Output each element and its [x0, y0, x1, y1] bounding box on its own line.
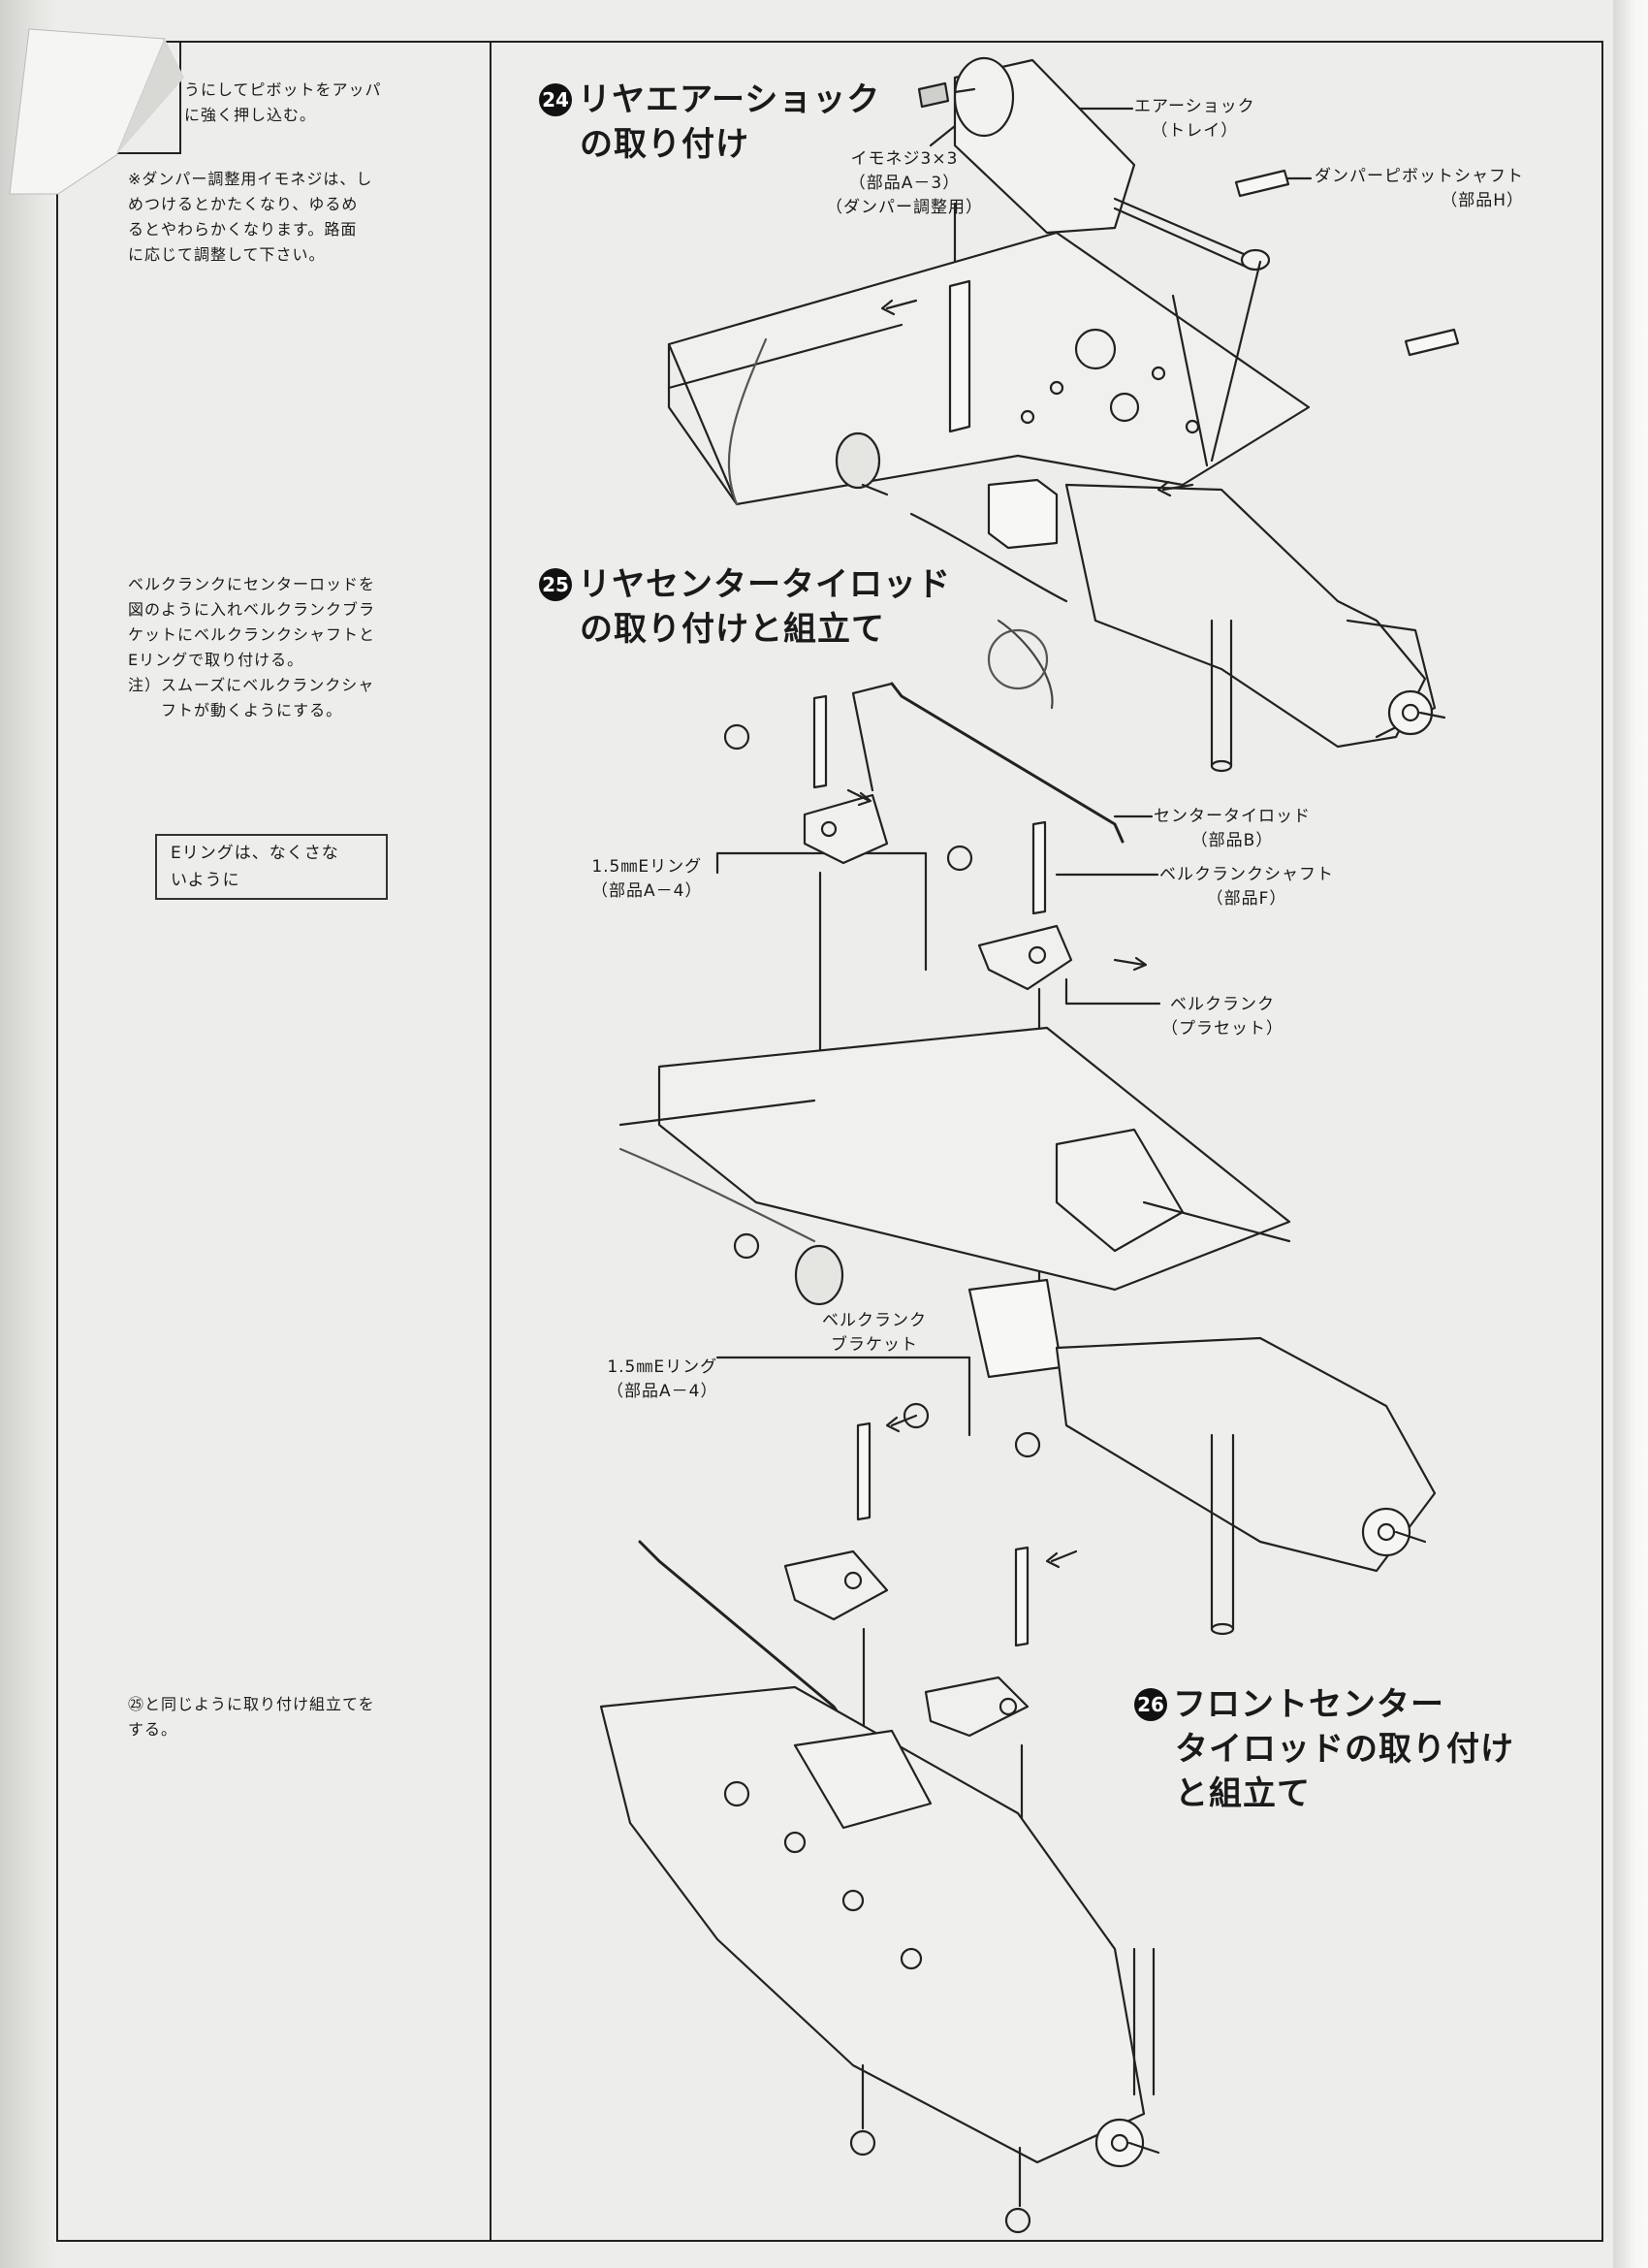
center-tierod-part: （部品B） — [1190, 831, 1274, 850]
center-tierod-callout: センタータイロッド （部品B） — [1154, 805, 1311, 853]
step-25-title-line1: リヤセンタータイロッド — [578, 565, 951, 604]
step-26-number: 26 — [1134, 1688, 1167, 1721]
bellcrank-bracket-callout: ベルクランク ブラケット — [822, 1309, 927, 1358]
ering-warning-box: Eリングは、なくさな いように — [155, 834, 388, 900]
step-26-front-tierod-diagram — [599, 1414, 1160, 2234]
bellcrank-assembly-note: ベルクランクにセンターロッドを 図のように入れベルクランクブラ ケットにベルクラ… — [128, 575, 376, 719]
air-shock-callout: エアーショック （トレイ） — [1134, 95, 1255, 144]
page-edge — [1613, 0, 1648, 2268]
ering-top-part: （部品A－4） — [591, 881, 703, 901]
ering-bottom-label: 1.5㎜Eリング — [607, 1358, 718, 1377]
set-screw-part: （部品A－3） — [848, 174, 961, 193]
step-26-title-line2: タイロッドの取り付け — [1175, 1730, 1514, 1769]
ering-top-callout: 1.5㎜Eリング （部品A－4） — [591, 855, 702, 904]
step-24-number: 24 — [539, 83, 572, 116]
set-screw-label: イモネジ3×3 — [850, 149, 959, 169]
repeat-step-note: ㉕と同じように取り付け組立てを する。 — [128, 1695, 375, 1739]
page-frame — [56, 41, 1603, 2242]
bellcrank-callout: ベルクランク （プラセット） — [1161, 993, 1284, 1041]
bellcrank-shaft-callout: ベルクランクシャフト （部品F） — [1159, 863, 1334, 911]
step-26-title-line1: フロントセンター — [1173, 1685, 1444, 1724]
bellcrank-bracket-label: ベルクランク — [822, 1311, 927, 1330]
step-26-title-line3: と組立て — [1175, 1774, 1311, 1813]
step-24-rear-shock-diagram — [667, 56, 1460, 773]
step-25-tierod-diagram — [618, 682, 1437, 1636]
damper-pivot-label: ダンパーピボットシャフト — [1315, 167, 1524, 186]
bellcrank-part: （プラセット） — [1161, 1019, 1284, 1038]
damper-pivot-callout: ダンパーピボットシャフト （部品H） — [1315, 165, 1524, 213]
damper-pivot-part: （部品H） — [1441, 191, 1524, 210]
bellcrank-bracket-part: ブラケット — [831, 1335, 918, 1355]
ering-bottom-part: （部品A－4） — [607, 1382, 718, 1401]
bellcrank-shaft-label: ベルクランクシャフト — [1159, 865, 1334, 884]
step-25-title-line2: の取り付けと組立て — [580, 610, 885, 649]
folded-corner — [9, 28, 184, 195]
center-tierod-label: センタータイロッド — [1154, 807, 1311, 826]
page-binding-shadow — [0, 0, 56, 2268]
column-divider — [490, 41, 491, 2242]
damper-adjust-note: ※ダンパー調整用イモネジは、し めつけるとかたくなり、ゆるめ るとやわらかくなり… — [128, 170, 373, 264]
set-screw-callout: イモネジ3×3 （部品A－3） （ダンパー調整用） — [826, 147, 983, 220]
air-shock-label: エアーショック — [1134, 97, 1255, 116]
step-25-number: 25 — [539, 568, 572, 601]
bellcrank-label: ベルクランク — [1170, 995, 1275, 1014]
step-24-title-line2: の取り付け — [580, 125, 749, 164]
pivot-note: うにしてピボットをアッパ に強く押し込む。 — [184, 80, 382, 124]
air-shock-part: （トレイ） — [1151, 121, 1239, 141]
ering-top-label: 1.5㎜Eリング — [591, 857, 703, 877]
set-screw-note: （ダンパー調整用） — [826, 198, 983, 217]
step-24-title-line1: リヤエアーショック — [578, 80, 881, 119]
ering-bottom-callout: 1.5㎜Eリング （部品A－4） — [607, 1356, 717, 1404]
bellcrank-shaft-part: （部品F） — [1206, 889, 1287, 909]
